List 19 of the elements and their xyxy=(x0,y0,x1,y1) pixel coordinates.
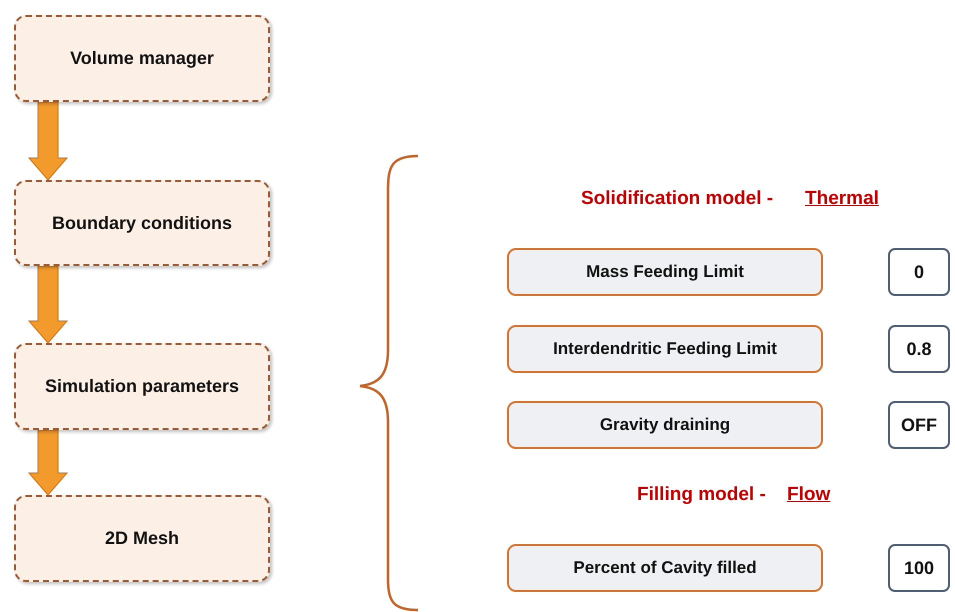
parameter-box: Mass Feeding Limit xyxy=(507,248,823,296)
process-box: 2D Mesh xyxy=(14,495,270,582)
block-arrow xyxy=(28,102,68,181)
section-heading: Filling model - xyxy=(637,484,766,506)
process-box: Simulation parameters xyxy=(14,343,270,430)
value-box: OFF xyxy=(888,401,950,449)
section-link: Thermal xyxy=(805,188,879,210)
parameter-box: Percent of Cavity filled xyxy=(507,544,823,592)
value-box: 0.8 xyxy=(888,325,950,373)
process-box: Volume manager xyxy=(14,15,270,102)
block-arrow xyxy=(28,430,68,496)
section-heading: Solidification model - xyxy=(581,188,774,210)
value-box: 0 xyxy=(888,248,950,296)
section-link: Flow xyxy=(787,484,830,506)
value-box: 100 xyxy=(888,544,950,592)
parameter-box: Gravity draining xyxy=(507,401,823,449)
block-arrow xyxy=(28,266,68,344)
process-box: Boundary conditions xyxy=(14,180,270,266)
parameter-box: Interdendritic Feeding Limit xyxy=(507,325,823,373)
